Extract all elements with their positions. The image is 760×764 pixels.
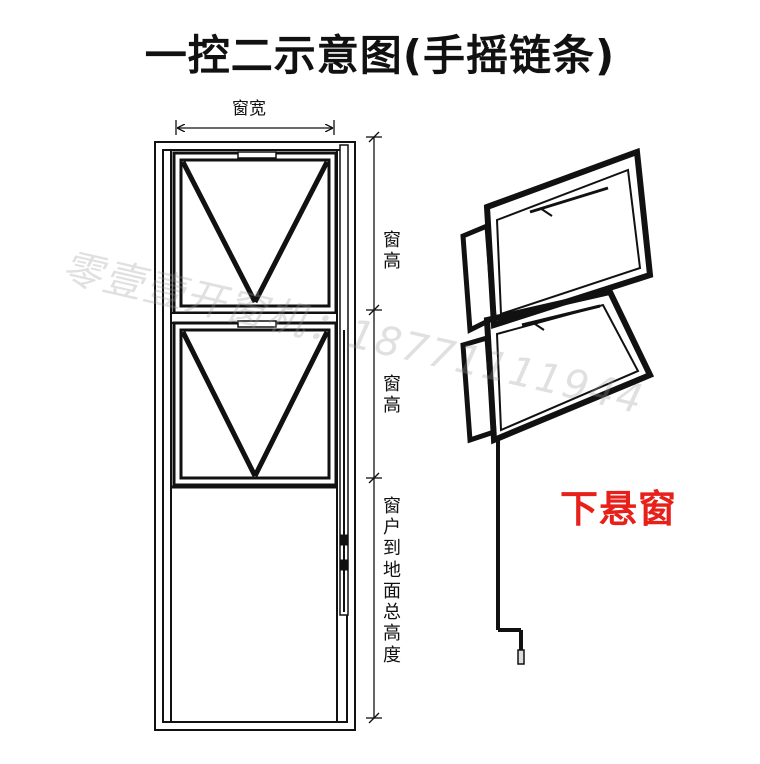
chain-tube (339, 144, 349, 616)
lower-height-label: 窗高 (383, 374, 401, 417)
total-height-label: 窗户到地面总高度 (383, 496, 401, 666)
outer-frame (154, 141, 356, 731)
width-dimension (175, 120, 335, 135)
width-label: 窗宽 (232, 99, 266, 119)
upper-sash (172, 151, 338, 315)
upper-height-label: 窗高 (383, 230, 401, 273)
window-3d-view (460, 147, 655, 665)
diagram-title: 一控二示意图(手摇链条) (144, 31, 616, 80)
lower-sash (172, 320, 338, 487)
height-dimension (366, 131, 382, 724)
window-type-label: 下悬窗 (560, 487, 678, 531)
